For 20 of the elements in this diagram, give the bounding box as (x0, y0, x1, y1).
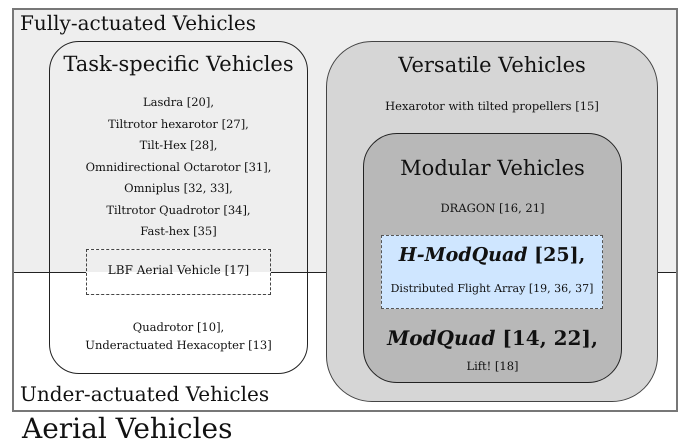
vehicle-box (86, 249, 271, 295)
vehicle-name: ModQuad [14, 22], (387, 326, 598, 350)
category-box (49, 41, 308, 374)
vehicle-name: LBF Aerial Vehicle [17] (108, 263, 250, 278)
box-title: Modular Vehicles (400, 156, 585, 182)
vehicle-name: H-ModQuad [25], (398, 244, 586, 267)
vehicle-box (381, 235, 603, 309)
vehicle-name: DRAGON [16, 21] (440, 202, 545, 216)
vehicle-name: Lift! [18] (466, 360, 519, 374)
frame-title: Aerial Vehicles (22, 412, 232, 445)
band-title: Under-actuated Vehicles (20, 382, 270, 406)
band-title: Fully-actuated Vehicles (20, 11, 256, 35)
vehicle-list: Distributed Flight Array [19, 36, 37] (390, 282, 594, 296)
category-box (326, 41, 658, 402)
vehicle-list: Quadrotor [10], Underactuated Hexacopter [13] (85, 318, 272, 355)
vehicle-name: Hexarotor with tilted propellers [15] (385, 100, 599, 114)
category-box (363, 133, 622, 383)
box-title: Versatile Vehicles (398, 53, 586, 78)
vehicle-list: Lasdra [20], Tiltrotor hexarotor [27], Tilt-Hex [28], Omnidirectional Octarotor [31], Omniplus [32, 33], Tiltrotor Quadrotor [34], Fast-hex [35] (86, 92, 272, 242)
box-title: Task-specific Vehicles (63, 52, 294, 78)
